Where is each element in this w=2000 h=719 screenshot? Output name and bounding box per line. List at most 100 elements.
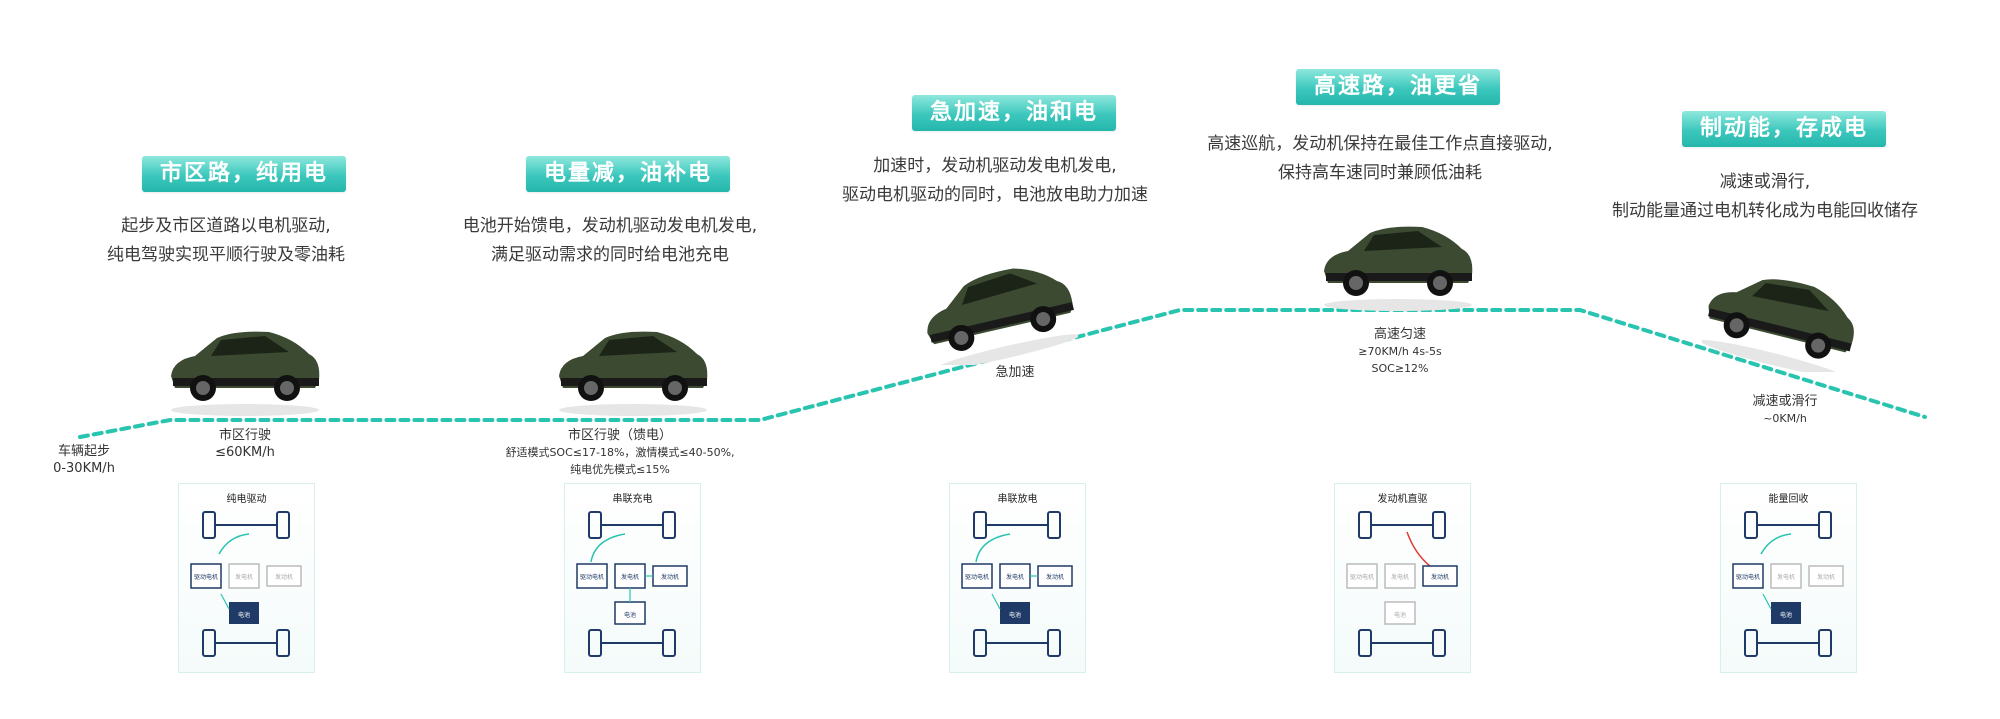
stage4-title: 高速路，油更省 (1296, 69, 1500, 105)
stage3-road-label: 急加速 (970, 364, 1060, 381)
start-label-speed: 0-30KM/h (53, 461, 115, 476)
front-axle (202, 511, 290, 539)
panel-stage3: 串联放电 驱动电机 发电机 发动机 电池 (949, 483, 1086, 673)
flow-arrow-red (1406, 531, 1431, 567)
stage4-desc-line1: 高速巡航，发动机保持在最佳工作点直接驱动, (1207, 134, 1553, 154)
stage5-desc-line1: 减速或滑行, (1719, 172, 1811, 192)
panel3-drive-motor-label: 驱动电机 (965, 573, 989, 581)
start-label-text: 车辆起步 (57, 444, 110, 459)
stage5-label-line2: ~0KM/h (1763, 412, 1807, 425)
stage4-label-line2: ≥70KM/h 4s-5s (1358, 345, 1442, 358)
car-stage5 (1702, 279, 1854, 372)
start-label: 车辆起步 0-30KM/h (44, 443, 124, 477)
rear-axle (973, 629, 1061, 657)
panel-stage1: 纯电驱动 驱动电机 发电机 发动机 电池 (178, 483, 315, 673)
powertrain-diagram: 驱动电机 发电机 发动机 电池 (961, 511, 1073, 657)
stage2-desc: 电池开始馈电，发动机驱动发电机发电, 满足驱动需求的同时给电池充电 (460, 212, 760, 270)
panel5-generator-label: 发电机 (1777, 573, 1795, 581)
powertrain-diagram: 驱动电机 发电机 发动机 电池 (1346, 511, 1458, 657)
front-axle (1744, 511, 1832, 539)
drive-motor-icon (576, 563, 608, 589)
drive-motor-icon (1346, 563, 1378, 589)
stage2-label-line2: 舒适模式SOC≤17-18%，激情模式≤40-50%, (505, 446, 735, 459)
stage2-label-line1: 市区行驶（馈电） (567, 428, 672, 443)
stage4-desc-line2: 保持高车速同时兼顾低油耗 (1278, 163, 1482, 183)
panel2-battery-label: 电池 (624, 611, 636, 619)
stage1-desc: 起步及市区道路以电机驱动, 纯电驾驶实现平顺行驶及零油耗 (100, 212, 352, 270)
stage5-desc-line2: 制动能量通过电机转化成为电能回收储存 (1612, 201, 1918, 221)
panel3-engine-label: 发动机 (1046, 573, 1064, 581)
powertrain-diagram: 驱动电机 发电机 发动机 电池 (1732, 511, 1844, 657)
stage4-label-line1: 高速匀速 (1373, 327, 1426, 342)
stage5-title: 制动能，存成电 (1682, 111, 1886, 147)
rear-axle (588, 629, 676, 657)
stage1-title: 市区路，纯用电 (142, 156, 346, 192)
flow-arrow (975, 533, 1011, 563)
panel-stage2-title: 串联充电 (612, 494, 653, 505)
drive-motor-icon (190, 563, 222, 589)
rear-axle (1358, 629, 1446, 657)
road-line (78, 308, 1927, 439)
powertrain-diagram: 驱动电机 发电机 发动机 电池 (576, 511, 688, 657)
stage3-title: 急加速，油和电 (912, 95, 1116, 131)
battery-icon (1000, 602, 1030, 624)
battery-icon (1771, 602, 1801, 624)
panel1-drive-motor-label: 驱动电机 (194, 573, 218, 581)
flow-arrow (590, 533, 626, 563)
stage3-label-line1: 急加速 (995, 365, 1035, 380)
panel2-generator-label: 发电机 (621, 573, 639, 581)
battery-icon (1384, 601, 1416, 625)
battery-icon (229, 602, 259, 624)
stage1-label-line1: 市区行驶 (218, 428, 271, 443)
rear-axle (202, 629, 290, 657)
panel3-generator-label: 发电机 (1006, 573, 1024, 581)
car-stage3 (927, 268, 1078, 365)
generator-icon (999, 563, 1031, 589)
front-axle (588, 511, 676, 539)
stage4-road-label: 高速匀速 ≥70KM/h 4s-5s SOC≥12% (1340, 326, 1460, 377)
rear-axle (1744, 629, 1832, 657)
stage2-title: 电量减，油补电 (526, 156, 730, 192)
stage2-road-label: 市区行驶（馈电） 舒适模式SOC≤17-18%，激情模式≤40-50%, 纯电优… (480, 427, 760, 478)
panel-stage4: 发动机直驱 驱动电机 发电机 发动机 电池 (1334, 483, 1471, 673)
stage3-desc: 加速时，发动机驱动发电机发电, 驱动电机驱动的同时，电池放电助力加速 (830, 152, 1160, 210)
panel1-battery-label: 电池 (238, 611, 250, 619)
stage3-desc-line1: 加速时，发动机驱动发电机发电, (873, 156, 1117, 176)
engine-icon (1422, 565, 1458, 587)
car-stage2 (559, 331, 708, 416)
generator-icon (1770, 563, 1802, 589)
drive-motor-icon (1732, 563, 1764, 589)
generator-icon (228, 563, 260, 589)
panel4-engine-label: 发动机 (1431, 573, 1449, 581)
stage4-label-line3: SOC≥12% (1371, 362, 1429, 375)
generator-icon (1384, 563, 1416, 589)
panel1-generator-label: 发电机 (235, 573, 253, 581)
panel2-engine-label: 发动机 (661, 573, 679, 581)
panel-stage5: 能量回收 驱动电机 发电机 发动机 电池 (1720, 483, 1857, 673)
drive-motor-icon (961, 563, 993, 589)
stage5-label-line1: 减速或滑行 (1752, 394, 1818, 409)
stage1-desc-line2: 纯电驾驶实现平顺行驶及零油耗 (107, 245, 345, 265)
panel5-engine-label: 发动机 (1817, 573, 1835, 581)
panel5-drive-motor-label: 驱动电机 (1736, 573, 1760, 581)
panel5-battery-label: 电池 (1780, 611, 1792, 619)
panel-stage2: 串联充电 驱动电机 发电机 发动机 电池 (564, 483, 701, 673)
powertrain-diagram: 驱动电机 发电机 发动机 电池 (190, 511, 302, 657)
stage1-desc-line1: 起步及市区道路以电机驱动, (121, 216, 331, 236)
panel1-engine-label: 发动机 (275, 573, 293, 581)
panel-stage5-title: 能量回收 (1768, 494, 1809, 505)
car-stage1 (171, 331, 320, 416)
car-stage4 (1324, 226, 1473, 311)
stage4-desc: 高速巡航，发动机保持在最佳工作点直接驱动, 保持高车速同时兼顾低油耗 (1190, 130, 1570, 188)
stage1-road-label: 市区行驶 ≤60KM/h (200, 427, 290, 461)
engine-icon (266, 565, 302, 587)
stage2-desc-line2: 满足驱动需求的同时给电池充电 (491, 245, 729, 265)
stage5-road-label: 减速或滑行 ~0KM/h (1735, 393, 1835, 427)
front-axle (1358, 511, 1446, 539)
panel4-drive-motor-label: 驱动电机 (1350, 573, 1374, 581)
stage3-desc-line2: 驱动电机驱动的同时，电池放电助力加速 (842, 185, 1148, 205)
stage2-desc-line1: 电池开始馈电，发动机驱动发电机发电, (462, 216, 758, 236)
stage2-label-line3: 纯电优先模式≤15% (570, 463, 670, 476)
engine-icon (1808, 565, 1844, 587)
